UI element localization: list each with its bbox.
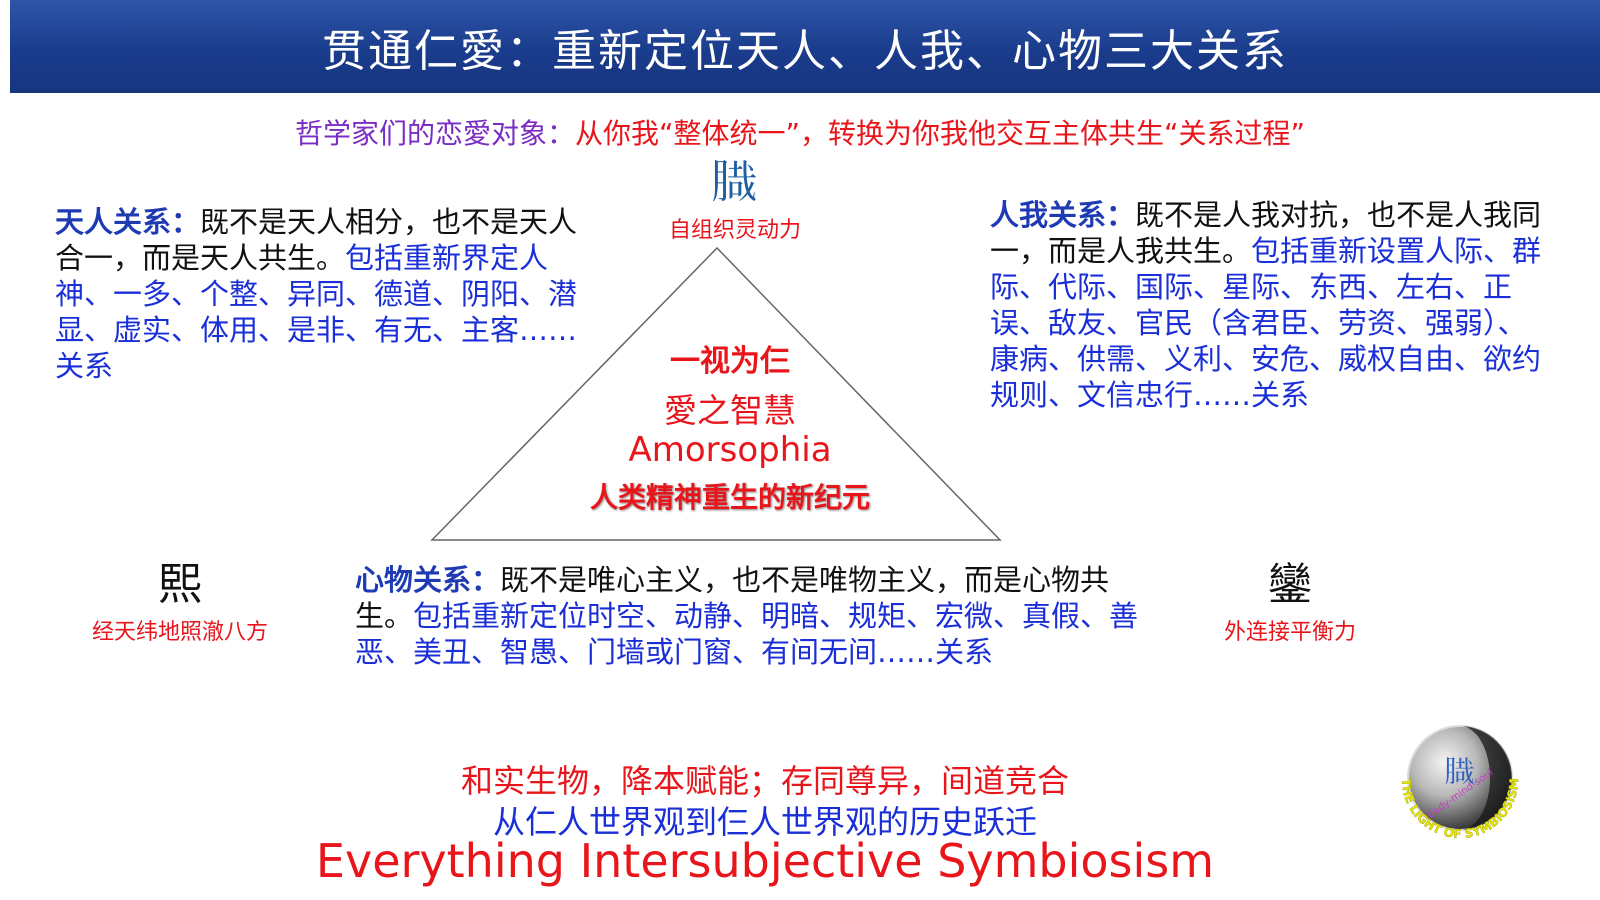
relation-heaven-text: 既不是天人相分，也不是天人合一，而是天人共生。 <box>55 205 578 275</box>
bottom-line-2: 从仁人世界观到仨人世界观的历史跃迁 <box>492 803 1037 841</box>
relation-mind-detail: 包括重新定位时空、动静、明暗、规矩、宏微、真假、善恶、美丑、智愚、门墙或门窗、有… <box>355 599 1139 669</box>
logo-glyph: 𦞁 <box>1445 755 1475 790</box>
moon-shadow <box>1460 726 1512 830</box>
right-node-glyph: 鑾 <box>1268 559 1312 610</box>
center-line-3: Amorsophia <box>628 430 832 470</box>
left-node-caption: 经天纬地照澈八方 <box>91 620 268 645</box>
center-line-1: 一视为仨 <box>670 344 790 379</box>
relation-self-detail: 包括重新设置人际、群际、代际、国际、星际、东西、左右、正误、敌友、官民（含君臣、… <box>990 234 1542 412</box>
triangle-outline <box>430 246 1002 541</box>
relation-heaven-detail: 包括重新界定人神、一多、个整、异同、德道、阴阳、潜显、虚实、体用、是非、有无、主… <box>55 241 578 383</box>
left-node-glyph: 𤋮 <box>158 559 202 610</box>
left-node: 𤋮 经天纬地照澈八方 <box>80 556 280 646</box>
symbiosism-logo: 𦞁 body-mind-soul THE LIGHT OF SYMBIOSISM <box>1399 725 1521 841</box>
subtitle-prefix: 哲学家们的恋愛对象： <box>294 117 575 150</box>
relation-mind: 心物关系：既不是唯心主义，也不是唯物主义，而是心物共生。包括重新定位时空、动静、… <box>355 562 1145 670</box>
top-node: 𦞁 自组织灵动力 <box>660 152 810 244</box>
right-node: 鑾 外连接平衡力 <box>1200 556 1380 646</box>
right-node-caption: 外连接平衡力 <box>1223 620 1356 645</box>
relation-heaven-label: 天人关系： <box>55 205 201 239</box>
bottom-line-3: Everything Intersubjective Symbiosism <box>315 834 1215 888</box>
triangle-center: 一视为仨 愛之智慧 Amorsophia 人类精神重生的新纪元 <box>560 336 900 516</box>
relation-heaven: 天人关系：既不是天人相分，也不是天人合一，而是天人共生。包括重新界定人神、一多、… <box>55 204 595 384</box>
relation-self-text: 既不是人我对抗，也不是人我同一，而是人我共生。 <box>990 198 1542 268</box>
page-title: 贯通仁愛：重新定位天人、人我、心物三大关系 <box>322 25 1288 77</box>
bottom-line-1: 和实生物，降本赋能；存同尊异，间道竞合 <box>460 762 1069 800</box>
top-node-caption: 自组织灵动力 <box>668 218 801 243</box>
relation-self-label: 人我关系： <box>990 198 1136 232</box>
title-bar: 贯通仁愛：重新定位天人、人我、心物三大关系 <box>10 0 1600 93</box>
subtitle: 哲学家们的恋愛对象：从你我“整体统一”，转换为你我他交互主体共生“关系过程” <box>0 112 1600 152</box>
relation-self: 人我关系：既不是人我对抗，也不是人我同一，而是人我共生。包括重新设置人际、群际、… <box>990 197 1550 413</box>
top-node-glyph: 𦞁 <box>712 155 758 209</box>
center-line-4: 人类精神重生的新纪元 <box>589 481 870 514</box>
relation-mind-text: 既不是唯心主义，也不是唯物主义，而是心物共生。 <box>355 563 1110 633</box>
subtitle-main: 从你我“整体统一”，转换为你我他交互主体共生“关系过程” <box>574 117 1306 150</box>
relation-mind-label: 心物关系： <box>355 563 501 597</box>
center-line-2: 愛之智慧 <box>664 391 796 430</box>
